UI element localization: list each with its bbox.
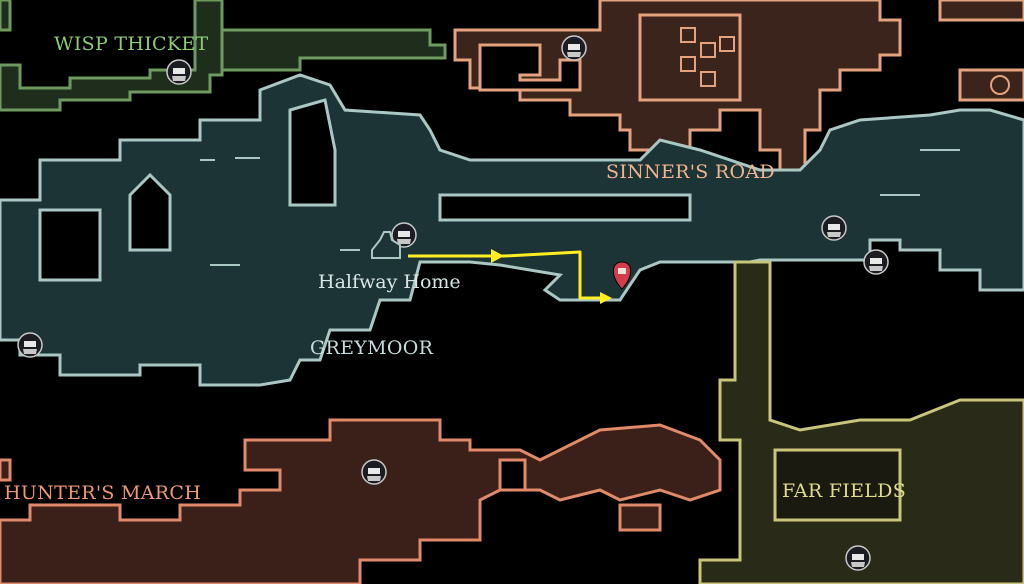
- hooded-npc-icon: [391, 222, 417, 248]
- hunters-march-region: [0, 418, 722, 584]
- region-label-hunters-march: HUNTER'S MARCH: [4, 482, 202, 504]
- hooded-npc-icon: [821, 215, 847, 241]
- route-segment-2: [504, 250, 600, 300]
- wisp-thicket-region: [0, 0, 447, 112]
- hooded-npc-icon: [17, 332, 43, 358]
- map-pin-icon[interactable]: [612, 261, 632, 290]
- sinners-road-rooms: [680, 27, 1010, 95]
- region-label-far-fields: FAR FIELDS: [782, 480, 907, 502]
- location-label-halfway-home: Halfway Home: [318, 271, 461, 293]
- halfway-home-building-icon: [371, 231, 401, 259]
- route-arrowheads: [491, 249, 612, 304]
- hooded-npc-icon: [361, 459, 387, 485]
- region-label-sinners-road: SINNER'S ROAD: [606, 161, 775, 183]
- region-label-greymoor: GREYMOOR: [310, 337, 434, 359]
- far-fields-region: [698, 260, 1024, 584]
- hooded-npc-icon: [863, 249, 889, 275]
- hooded-npc-icon: [845, 545, 871, 571]
- route-arrow-icon: [491, 249, 504, 263]
- route-arrow-icon: [600, 292, 612, 304]
- region-label-wisp-thicket: WISP THICKET: [54, 33, 209, 55]
- route-path: [408, 250, 600, 300]
- greymoor-region: [0, 73, 1024, 387]
- hooded-npc-icon: [561, 35, 587, 61]
- npc-markers: [17, 35, 889, 571]
- hooded-npc-icon: [166, 59, 192, 85]
